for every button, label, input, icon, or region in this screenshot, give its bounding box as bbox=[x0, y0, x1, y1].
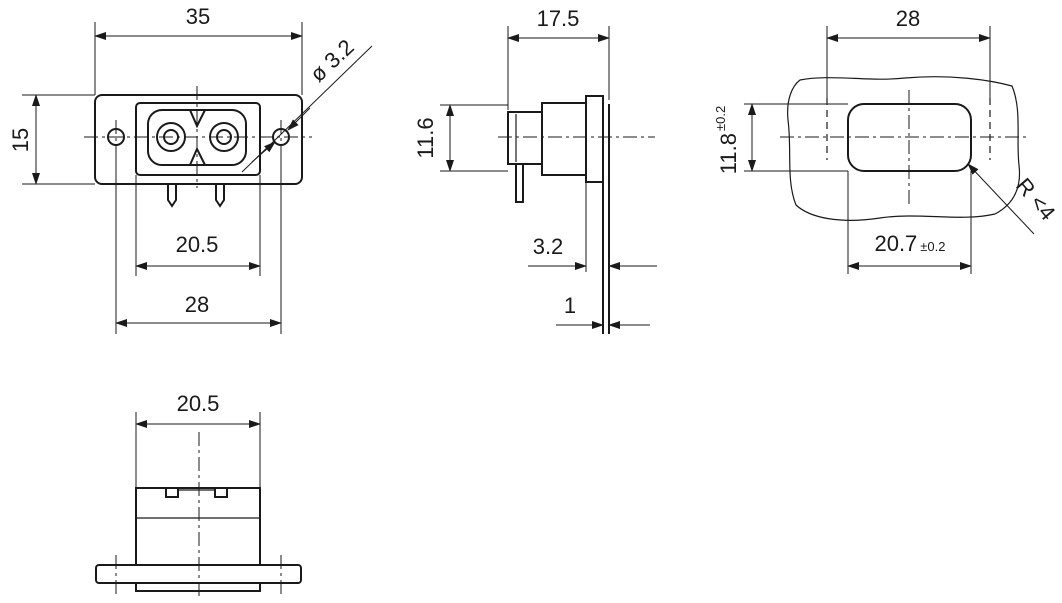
dim-socket-width: 20.5 bbox=[176, 232, 219, 257]
top-notch bbox=[189, 109, 206, 129]
left-solder-tab bbox=[167, 184, 177, 208]
bottom-left-tab bbox=[165, 487, 179, 498]
dim-bottom-body-width: 20.5 bbox=[177, 391, 220, 416]
dim-cutout-hole-spacing: 28 bbox=[896, 6, 920, 31]
socket-housing bbox=[135, 102, 261, 176]
front-flange bbox=[94, 94, 303, 185]
panel-outline bbox=[787, 76, 1021, 221]
bottom-body bbox=[135, 487, 261, 566]
dim-hole-diameter: ø 3.2 bbox=[305, 34, 359, 86]
dim-hole-spacing: 28 bbox=[185, 292, 209, 317]
dim-plate-thickness: 1 bbox=[564, 293, 576, 318]
dim-body-height: 11.6 bbox=[413, 117, 438, 158]
dim-depth: 17.5 bbox=[537, 6, 580, 31]
cutout-view: 28 11.8±0.2 20.7±0.2 R <4 bbox=[713, 6, 1060, 274]
dim-height: 15 bbox=[8, 128, 33, 152]
side-view: 17.5 11.6 3.2 1 bbox=[413, 6, 657, 334]
side-flange bbox=[585, 95, 604, 183]
dim-width-overall: 35 bbox=[186, 4, 210, 29]
side-solder-tab bbox=[515, 163, 524, 203]
bottom-view: 20.5 bbox=[95, 391, 302, 598]
side-body bbox=[541, 102, 587, 176]
bottom-lower-body bbox=[135, 582, 261, 592]
bottom-right-tab bbox=[214, 487, 228, 498]
right-solder-tab bbox=[215, 184, 225, 208]
dim-cutout-height: 11.8±0.2 bbox=[713, 106, 740, 174]
dim-flange-thickness: 3.2 bbox=[533, 234, 564, 259]
dim-cutout-width: 20.7±0.2 bbox=[874, 231, 945, 256]
side-front-part bbox=[507, 111, 543, 165]
front-view: 35 15 ø 3.2 20.5 28 bbox=[8, 4, 373, 334]
